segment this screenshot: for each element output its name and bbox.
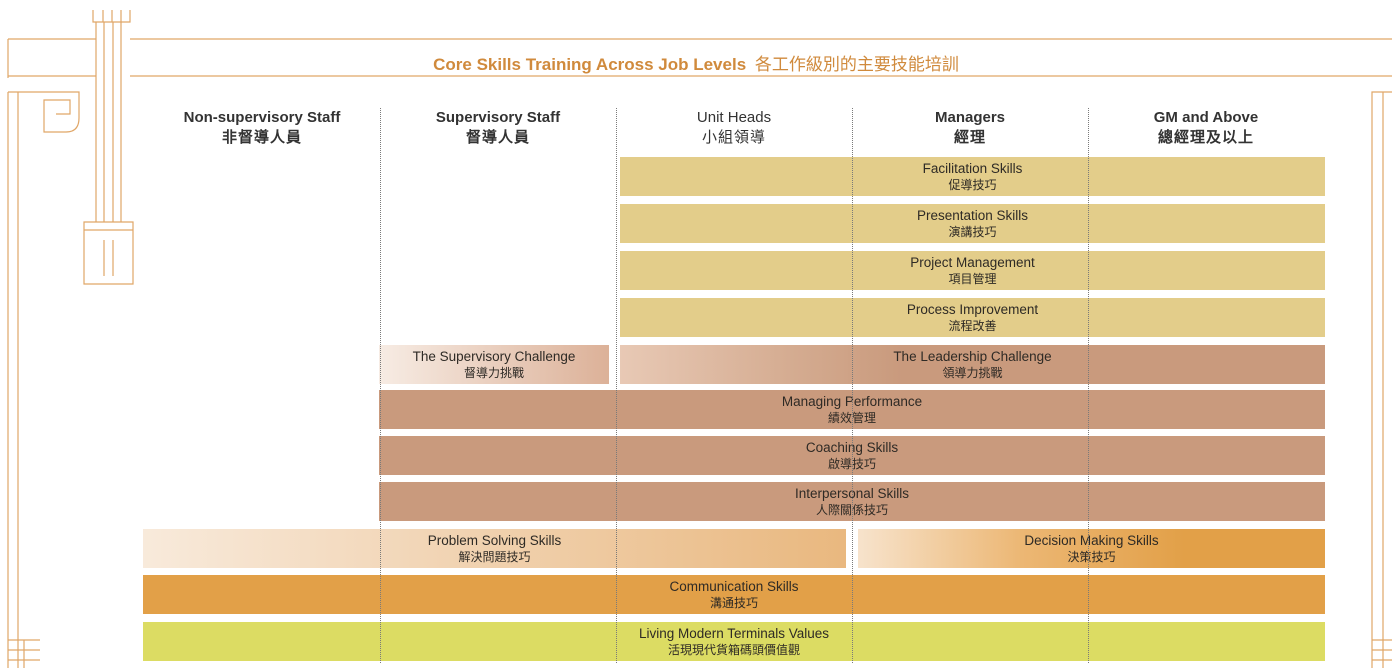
skill-label-zh: 溝通技巧 — [709, 595, 758, 610]
skill-label-zh: 演講技巧 — [948, 224, 997, 239]
skill-bar-process-improvement: Process Improvement 流程改善 — [620, 298, 1325, 337]
skill-bar-facilitation: Facilitation Skills 促導技巧 — [620, 157, 1325, 196]
skill-label-zh: 流程改善 — [948, 318, 997, 333]
skill-label-en: Decision Making Skills — [1024, 532, 1159, 548]
skill-bar-values: Living Modern Terminals Values 活現現代貨箱碼頭價… — [143, 622, 1325, 661]
skill-label-en: The Supervisory Challenge — [412, 348, 576, 364]
title-zh: 各工作級別的主要技能培訓 — [754, 55, 959, 74]
skill-label-en: Living Modern Terminals Values — [638, 625, 830, 641]
column-header-managers: Managers 經理 — [852, 108, 1088, 148]
column-header-zh: 督導人員 — [465, 129, 530, 146]
skill-label-en: Problem Solving Skills — [427, 532, 562, 548]
column-divider — [1088, 108, 1089, 663]
skill-label-en: Project Management — [910, 254, 1035, 270]
skill-label-en: Communication Skills — [669, 578, 799, 594]
skill-label-zh: 領導力挑戰 — [942, 365, 1003, 380]
skill-label-zh: 督導力挑戰 — [463, 365, 524, 380]
skill-label-zh: 績效管理 — [827, 410, 876, 425]
skill-label-zh: 活現現代貨箱碼頭價值觀 — [667, 642, 800, 657]
skill-bar-supervisory-challenge: The Supervisory Challenge 督導力挑戰 — [379, 345, 609, 384]
skill-bar-project-management: Project Management 項目管理 — [620, 251, 1325, 290]
title-en: Core Skills Training Across Job Levels — [433, 55, 747, 74]
column-header-zh: 小組領導 — [701, 129, 766, 146]
skill-label-en: Facilitation Skills — [922, 160, 1023, 176]
skill-label-zh: 啟導技巧 — [827, 456, 876, 471]
column-header-en: Unit Heads — [696, 109, 772, 126]
skill-bar-leadership-challenge: The Leadership Challenge 領導力挑戰 — [620, 345, 1325, 384]
skill-label-en: Managing Performance — [781, 393, 923, 409]
skill-bar-presentation: Presentation Skills 演講技巧 — [620, 204, 1325, 243]
skill-bar-communication: Communication Skills 溝通技巧 — [143, 575, 1325, 614]
column-header-unit-heads: Unit Heads 小組領導 — [616, 108, 852, 148]
column-divider — [380, 108, 381, 663]
column-header-non-supervisory: Non-supervisory Staff 非督導人員 — [144, 108, 380, 148]
skill-label-en: Process Improvement — [906, 301, 1039, 317]
skill-label-zh: 人際關係技巧 — [815, 502, 888, 517]
column-divider — [616, 108, 617, 663]
page-title: Core Skills Training Across Job Levels 各… — [0, 50, 1392, 75]
skill-label-en: Coaching Skills — [805, 439, 899, 455]
skill-label-en: Presentation Skills — [916, 207, 1029, 223]
column-header-gm: GM and Above 總經理及以上 — [1088, 108, 1324, 148]
skill-bar-decision-making: Decision Making Skills 決策技巧 — [858, 529, 1325, 568]
column-header-zh: 總經理及以上 — [1157, 129, 1254, 146]
column-header-en: GM and Above — [1153, 109, 1259, 126]
column-header-zh: 經理 — [953, 129, 986, 146]
column-header-zh: 非督導人員 — [221, 129, 302, 146]
skill-label-zh: 解決問題技巧 — [458, 549, 531, 564]
column-header-en: Managers — [934, 109, 1006, 126]
column-header-en: Supervisory Staff — [435, 109, 561, 126]
skill-label-zh: 決策技巧 — [1067, 549, 1116, 564]
column-divider — [852, 108, 853, 663]
skill-bar-problem-solving: Problem Solving Skills 解決問題技巧 — [143, 529, 846, 568]
skill-label-en: The Leadership Challenge — [893, 348, 1052, 364]
skill-label-zh: 促導技巧 — [948, 177, 997, 192]
column-header-en: Non-supervisory Staff — [183, 109, 341, 126]
skill-label-zh: 項目管理 — [948, 271, 997, 286]
column-header-supervisory: Supervisory Staff 督導人員 — [380, 108, 616, 148]
